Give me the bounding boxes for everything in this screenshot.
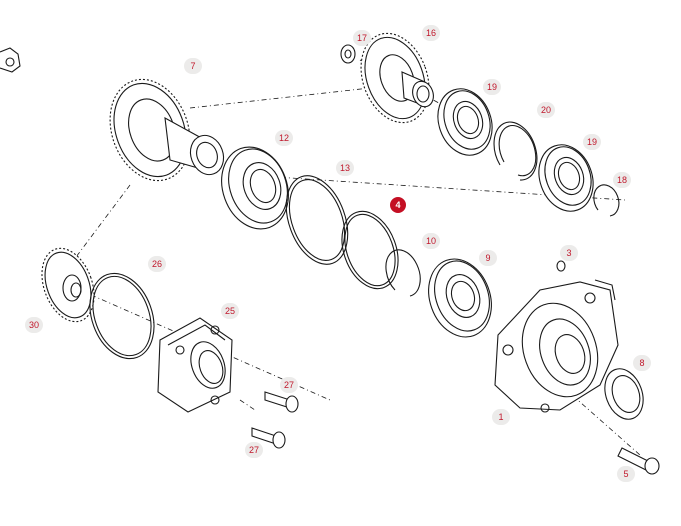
- part-19-bearing-upper[interactable]: [429, 81, 501, 163]
- callout-5[interactable]: 5: [617, 466, 635, 482]
- part-4-o-ring[interactable]: [332, 204, 408, 297]
- part-27-bolt-lower[interactable]: [251, 427, 286, 449]
- callout-8[interactable]: 8: [633, 355, 651, 371]
- callout-19-upper[interactable]: 19: [483, 79, 501, 95]
- part-1-housing[interactable]: [494, 279, 619, 413]
- callout-7[interactable]: 7: [184, 58, 202, 74]
- part-16-gear[interactable]: [349, 24, 441, 132]
- part-17-nut[interactable]: [340, 44, 356, 64]
- part-3-pin[interactable]: [556, 260, 566, 272]
- callout-9[interactable]: 9: [479, 250, 497, 266]
- part-30-gear[interactable]: [32, 241, 103, 329]
- callout-10[interactable]: 10: [422, 233, 440, 249]
- callout-26[interactable]: 26: [148, 256, 166, 272]
- corner-fragment: [0, 47, 21, 73]
- callout-27-lower[interactable]: 27: [245, 442, 263, 458]
- part-26-gasket[interactable]: [79, 264, 165, 367]
- part-27-bolt-upper[interactable]: [264, 391, 299, 413]
- callout-4-highlighted[interactable]: 4: [390, 197, 406, 213]
- part-7-gear[interactable]: [97, 68, 229, 192]
- part-8-seal[interactable]: [598, 363, 650, 424]
- part-18-snap-ring[interactable]: [593, 184, 620, 217]
- callout-25[interactable]: 25: [221, 303, 239, 319]
- callout-3[interactable]: 3: [560, 245, 578, 261]
- callout-12[interactable]: 12: [275, 130, 293, 146]
- part-25-cover[interactable]: [157, 317, 233, 413]
- callout-18[interactable]: 18: [613, 172, 631, 188]
- callout-19-lower[interactable]: 19: [583, 134, 601, 150]
- callout-1[interactable]: 1: [492, 409, 510, 425]
- part-19-bearing-lower[interactable]: [530, 137, 602, 219]
- part-12-bearing[interactable]: [211, 138, 300, 239]
- part-13-ring[interactable]: [275, 167, 359, 273]
- part-5-bolt[interactable]: [617, 447, 660, 475]
- callout-27-upper[interactable]: 27: [280, 377, 298, 393]
- callout-30[interactable]: 30: [25, 317, 43, 333]
- part-20-snap-ring[interactable]: [493, 121, 538, 181]
- callout-17[interactable]: 17: [353, 30, 371, 46]
- callout-16[interactable]: 16: [422, 25, 440, 41]
- callout-20[interactable]: 20: [537, 102, 555, 118]
- part-10-snap-ring[interactable]: [385, 249, 421, 297]
- callout-13[interactable]: 13: [336, 160, 354, 176]
- part-9-bearing[interactable]: [418, 250, 502, 346]
